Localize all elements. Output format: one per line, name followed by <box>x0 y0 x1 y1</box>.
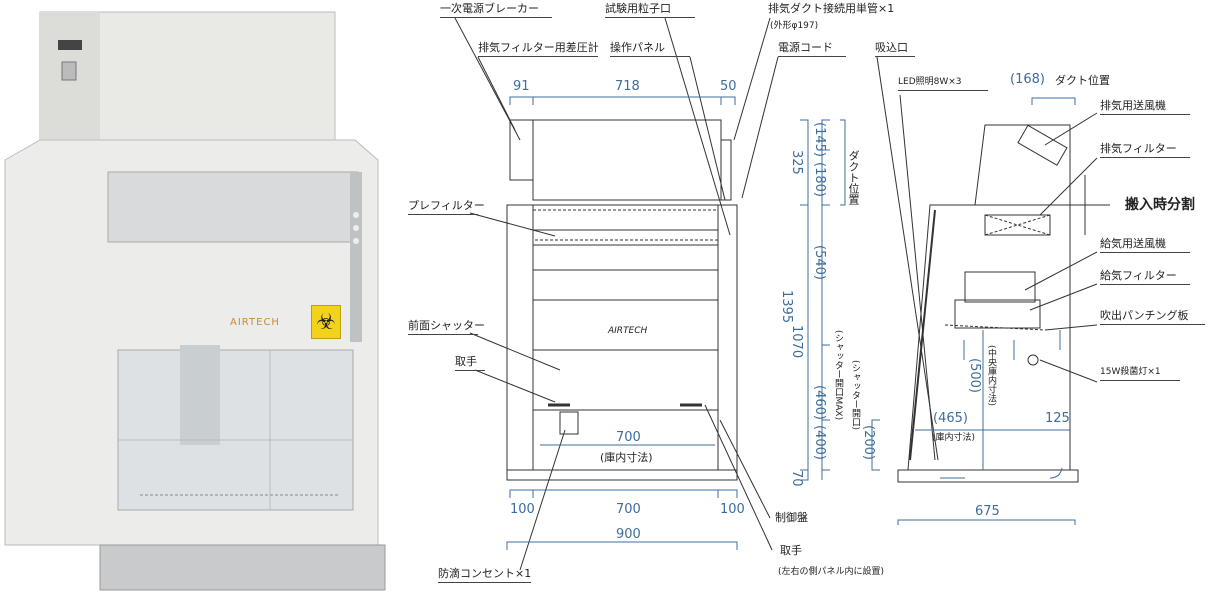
label-shutter-max: (シャッター開口MAX) <box>833 330 843 421</box>
dim-100-left: 100 <box>510 502 535 517</box>
dim-inner-700: 700 <box>616 430 641 445</box>
dim-145: (145) <box>812 122 827 157</box>
dim-1395: 1395 <box>779 290 794 324</box>
label-inner: (庫内寸法) <box>600 451 653 464</box>
dim-325: 325 <box>789 150 804 175</box>
label-split: 搬入時分割 <box>1125 197 1195 213</box>
dim-168: (168) <box>1010 72 1045 87</box>
side-dimensions <box>897 97 1076 525</box>
dim-50: 50 <box>720 79 737 94</box>
label-duct-position: ダクト位置 <box>847 150 860 205</box>
dim-500: (500) <box>967 358 982 393</box>
label-duct-pipe: 排気ダクト接続用単管×1 <box>768 2 895 15</box>
label-shutter: 前面シャッター <box>408 320 485 335</box>
dim-900: 900 <box>616 527 641 542</box>
label-particle-port: 試験用粒子口 <box>605 3 695 18</box>
label-punching: 吹出パンチング板 <box>1100 310 1205 325</box>
label-outlet: 防滴コンセント×1 <box>438 568 532 583</box>
label-center-inner: (中央庫内寸法) <box>986 345 996 407</box>
dim-100-right: 100 <box>720 502 745 517</box>
dim-70: 70 <box>789 470 804 487</box>
dim-718: 718 <box>615 79 640 94</box>
front-brand: AIRTECH <box>608 326 648 336</box>
label-side-duct-position: ダクト位置 <box>1055 74 1110 87</box>
label-exhaust-fan: 排気用送風機 <box>1100 100 1190 115</box>
dim-700: 700 <box>616 502 641 517</box>
label-handle2: 取手 <box>780 544 802 557</box>
label-side-inner: (庫内寸法) <box>932 433 976 443</box>
label-handle2-note: (左右の側パネル内に設置) <box>778 567 885 577</box>
label-prefilter: プレフィルター <box>408 200 485 215</box>
dim-1070: 1070 <box>789 325 804 359</box>
dim-180: (180) <box>812 162 827 197</box>
label-supply-filter: 給気フィルター <box>1100 270 1190 285</box>
dim-91: 91 <box>513 79 530 94</box>
label-led: LED照明8W×3 <box>898 78 988 91</box>
biohazard-icon: ☣ <box>311 305 341 339</box>
label-control: 制御盤 <box>775 511 808 524</box>
label-shutter-open: (シャッター開口) <box>850 360 860 431</box>
label-exhaust-filter: 排気フィルター <box>1100 143 1190 158</box>
label-power-cord: 電源コード <box>778 42 846 57</box>
dim-460: (460) <box>812 385 827 420</box>
photo-brand-label: AIRTECH <box>230 317 280 328</box>
label-handle: 取手 <box>455 356 485 371</box>
label-breaker: 一次電源ブレーカー <box>440 3 552 18</box>
label-duct-dia: (外形φ197) <box>770 21 819 31</box>
dim-125: 125 <box>1045 411 1070 426</box>
cabinet-photo <box>4 11 386 591</box>
side-view <box>897 94 1110 483</box>
label-panel: 操作パネル <box>610 42 690 57</box>
label-intake: 吸込口 <box>875 42 915 57</box>
label-supply-fan: 給気用送風機 <box>1100 238 1190 253</box>
dim-540: (540) <box>812 245 827 280</box>
dim-400: (400) <box>812 425 827 460</box>
dim-675: 675 <box>975 504 1000 519</box>
front-view <box>454 17 939 571</box>
dim-465: (465) <box>933 411 968 426</box>
label-uv: 15W殺菌灯×1 <box>1100 368 1180 381</box>
front-dimensions <box>506 96 880 550</box>
dim-200: (200) <box>861 425 876 460</box>
label-gauge: 排気フィルター用差圧計 <box>478 42 599 57</box>
